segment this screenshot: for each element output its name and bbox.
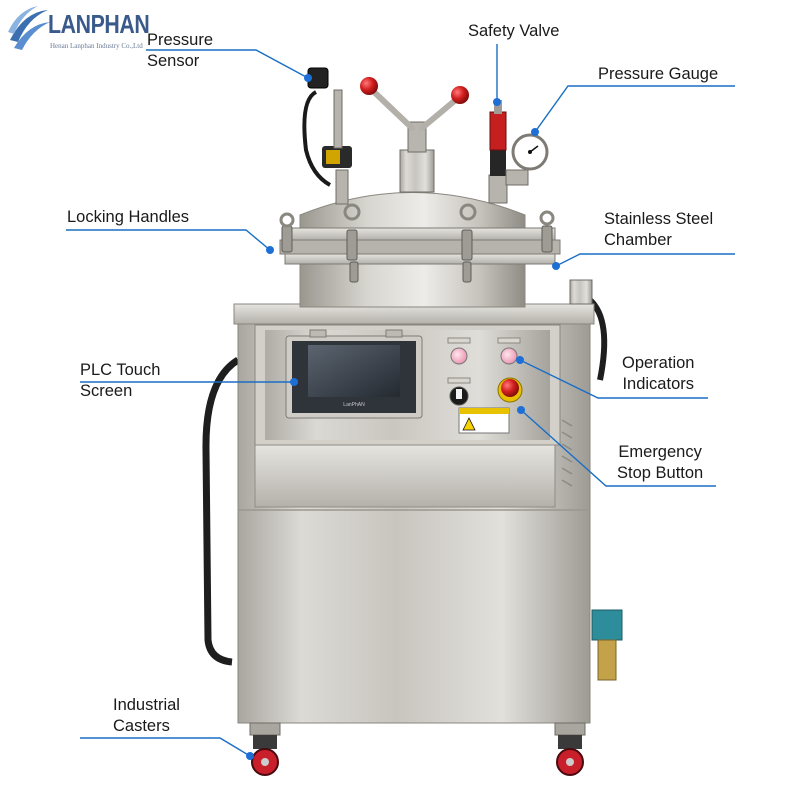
label-industrial-casters: Industrial Casters — [113, 696, 180, 735]
run-lamp — [500, 347, 518, 365]
label-pressure-gauge: Pressure Gauge — [598, 65, 719, 83]
caster-right — [556, 735, 584, 776]
label-safety-valve: Safety Valve — [468, 22, 560, 40]
label-stainless-steel-chamber: Stainless Steel Chamber — [604, 210, 714, 249]
label-locking-handles: Locking Handles — [67, 208, 189, 226]
screen-brand: LanPhAN — [343, 402, 365, 408]
dot-estop — [517, 406, 525, 414]
dot-plc-screen — [290, 378, 298, 386]
estop-knob — [501, 379, 519, 397]
dot-chamber — [552, 262, 560, 270]
dot-indicators — [516, 356, 524, 364]
dot-pressure-sensor — [304, 74, 312, 82]
brand-name: LANPHAN — [48, 9, 150, 39]
label-operation-indicators: Operation Indicators — [622, 354, 695, 393]
power-lamp — [450, 347, 468, 365]
dot-safety-valve — [493, 98, 501, 106]
dot-casters — [246, 752, 254, 760]
dot-locking-handles — [266, 246, 274, 254]
label-pressure-sensor: Pressure Sensor — [147, 31, 214, 70]
swirl-logo-icon — [8, 6, 50, 50]
brand-tagline: Henan Lanphan Industry Co.,Ltd — [50, 42, 143, 50]
label-emergency-stop-button: Emergency Stop Button — [617, 443, 704, 482]
dot-pressure-gauge — [531, 128, 539, 136]
caster-left — [251, 735, 279, 776]
label-plc-touch-screen: PLC Touch Screen — [80, 361, 161, 400]
